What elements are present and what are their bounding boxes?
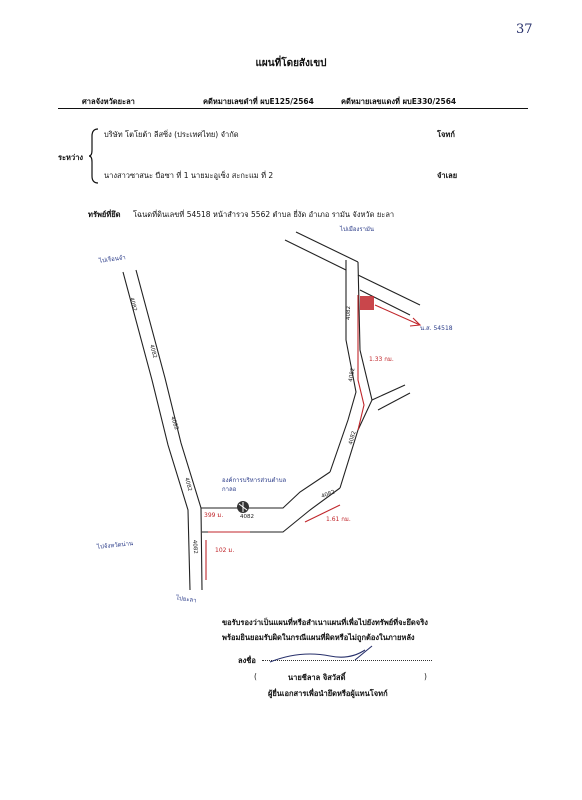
route-line-east <box>304 504 341 523</box>
road-north-branch-b <box>295 231 359 263</box>
road-right-west-edge <box>329 260 357 473</box>
document-title: แผนที่โดยสังเขป <box>255 58 327 69</box>
route-markings <box>205 295 422 580</box>
road-label-top-right: ไปเมืองรามัน <box>340 226 375 233</box>
property-label: ทรัพย์ที่ยึด <box>88 210 121 219</box>
road-east-lower-branch-b <box>377 392 411 411</box>
sign-label: ลงชื่อ <box>238 656 256 665</box>
road-code-6: 4082 <box>240 514 254 520</box>
road-codes: 4082 4082 4082 4082 4082 4082 4082 4082 … <box>128 297 357 554</box>
landmark-marker-lines <box>238 502 248 512</box>
road-code-2: 4082 <box>148 344 157 359</box>
landmark-label: องค์การบริหารส่วนตำบล กาลอ <box>222 477 287 493</box>
road-right-east-edge <box>339 261 373 489</box>
signer-open-paren: ( <box>254 672 257 681</box>
signer-close-paren: ) <box>424 672 427 681</box>
distance-4: 102 ม. <box>215 547 235 554</box>
route-arrow-head <box>409 317 422 327</box>
property-detail: โฉนดที่ดินเลขที่ 54518 หน้าสำรวจ 5562 ตำ… <box>133 210 395 219</box>
party-brace <box>89 128 99 184</box>
road-code-9: 4082 <box>348 368 356 383</box>
court-name: ศาลจังหวัดยะลา <box>82 97 135 106</box>
road-code-4: 4082 <box>183 477 192 492</box>
distance-3: 399 ม. <box>204 512 224 519</box>
parcel-label: น.ส. 54518 <box>420 325 453 332</box>
red-case-number: คดีหมายเลขแดงที่ ผบE330/2564 <box>341 97 457 106</box>
between-label: ระหว่าง <box>58 153 84 162</box>
header-divider <box>58 108 528 109</box>
road-code-5: 4082 <box>191 540 198 554</box>
road-code-8: 4082 <box>348 430 357 445</box>
route-line-vertical <box>357 295 365 431</box>
road-code-3: 4082 <box>169 416 179 431</box>
signer-role: ผู้ยื่นเอกสารเพื่อนำยึดหรือผู้แทนโจทก์ <box>268 689 388 698</box>
defendant-role: จำเลย <box>437 171 458 180</box>
defendant-name: นางสาวซาสนะ บือซา ที่ 1 นายมะอูเซ็ง สะกะ… <box>104 171 274 180</box>
page-number: 37 <box>516 22 533 37</box>
plaintiff-role: โจทก์ <box>437 130 455 139</box>
road-east-branch-a <box>357 274 421 306</box>
distance-2: 1.61 กม. <box>326 516 351 523</box>
road-code-7: 4082 <box>321 489 336 499</box>
certification-line-2: พร้อมยินยอมรับผิดในกรณีแผนที่ผิดหรือไม่ถ… <box>222 633 415 642</box>
road-north-branch-a <box>284 239 347 271</box>
road-east-branch-b <box>359 289 411 316</box>
road-east-lower-branch-a <box>371 384 406 401</box>
road-code-10: 4082 <box>346 306 352 320</box>
route-arrow-parcel <box>374 304 421 326</box>
distance-1: 1.33 กม. <box>369 356 394 363</box>
parcel-marker <box>360 296 374 310</box>
road-left-east-edge <box>135 269 203 591</box>
certification-line-1: ขอรับรองว่าเป็นแผนที่หรือสำเนาแผนที่เพื่… <box>222 618 428 627</box>
roads <box>122 231 421 591</box>
signature-line <box>262 660 432 661</box>
black-case-number: คดีหมายเลขดำที่ ผบE125/2564 <box>203 97 314 106</box>
plaintiff-name: บริษัท โตโยต้า ลีสซิ่ง (ประเทศไทย) จำกัด <box>104 130 239 139</box>
signer-name: นายชีลาล จิสวัสดิ์ <box>288 673 346 682</box>
road-code-1: 4082 <box>128 297 137 312</box>
road-left-west-edge <box>122 271 191 591</box>
